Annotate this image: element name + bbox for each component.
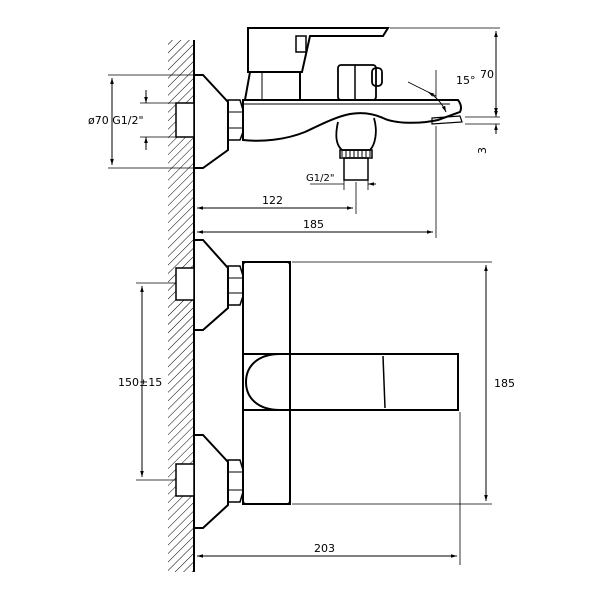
top-body xyxy=(242,261,291,505)
dim-handle-height: 70 xyxy=(480,68,494,81)
top-handle xyxy=(244,353,459,411)
top-view xyxy=(175,239,459,529)
side-nut xyxy=(227,99,244,141)
dim-flange-thread: ø70 G1/2" xyxy=(88,114,144,127)
dim-body-height: 185 xyxy=(494,377,515,390)
top-flange-lower xyxy=(193,434,229,529)
side-inlet-pipe xyxy=(175,102,195,138)
top-flange-upper xyxy=(193,239,229,331)
side-diverter-knob xyxy=(337,64,377,101)
side-view xyxy=(175,27,463,181)
side-handle xyxy=(247,27,390,73)
side-flange xyxy=(193,74,229,169)
dim-total-depth: 203 xyxy=(314,542,335,555)
side-dimensions: ø70 G1/2" 70 3 15° G1/2" 122 185 xyxy=(88,27,500,238)
dim-inlet-spacing: 150±15 xyxy=(118,376,162,389)
dim-spout-angle: 15° xyxy=(456,74,476,87)
side-outlet-stem xyxy=(335,117,377,151)
dim-outlet-distance: 122 xyxy=(262,194,283,207)
dim-spout-length: 185 xyxy=(303,218,324,231)
dim-spout-drop: 3 xyxy=(476,147,489,154)
side-body xyxy=(242,99,463,142)
top-dimensions: 150±15 185 203 xyxy=(118,261,515,565)
dim-outlet-thread: G1/2" xyxy=(306,173,334,184)
